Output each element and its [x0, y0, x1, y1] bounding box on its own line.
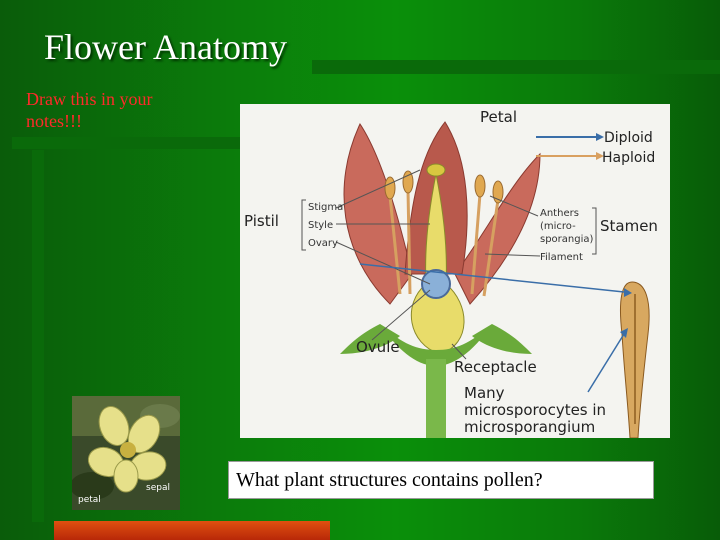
label-ovary: Ovary [308, 238, 338, 249]
bottom-accent-bar [54, 521, 330, 540]
label-receptacle: Receptacle [454, 358, 537, 376]
flower-photo: petal sepal [70, 396, 180, 510]
question-box: What plant structures contains pollen? [228, 461, 654, 499]
label-diploid: Diploid [604, 130, 653, 146]
label-style: Style [308, 220, 333, 231]
label-haploid: Haploid [602, 150, 655, 166]
label-anthers-3: sporangia) [540, 234, 594, 245]
top-accent-bar [312, 60, 720, 74]
label-many-3: microsporangium [464, 418, 595, 436]
label-pistil: Pistil [244, 212, 279, 230]
label-stamen: Stamen [600, 217, 658, 235]
label-stigma: Stigma [308, 202, 343, 213]
stem [426, 359, 446, 438]
petal-left [343, 122, 413, 305]
left-accent-bar [32, 150, 44, 522]
label-ovule: Ovule [356, 338, 400, 356]
slide-title: Flower Anatomy [44, 27, 287, 67]
label-many-1: Many [464, 384, 505, 402]
photo-label-sepal: sepal [146, 483, 170, 493]
label-anthers-2: (micro- [540, 221, 576, 232]
label-many-2: microsporocytes in [464, 401, 606, 419]
header-divider [12, 137, 240, 149]
notes-instruction: Draw this in your notes!!! [26, 89, 153, 131]
label-anthers-1: Anthers [540, 208, 579, 219]
receptacle-shape [380, 324, 492, 366]
label-petal: Petal [480, 108, 517, 126]
label-filament: Filament [540, 252, 583, 263]
photo-label-petal: petal [78, 495, 101, 505]
flower-diagram: Petal Diploid Haploid Pistil Stigma Styl… [240, 104, 670, 439]
